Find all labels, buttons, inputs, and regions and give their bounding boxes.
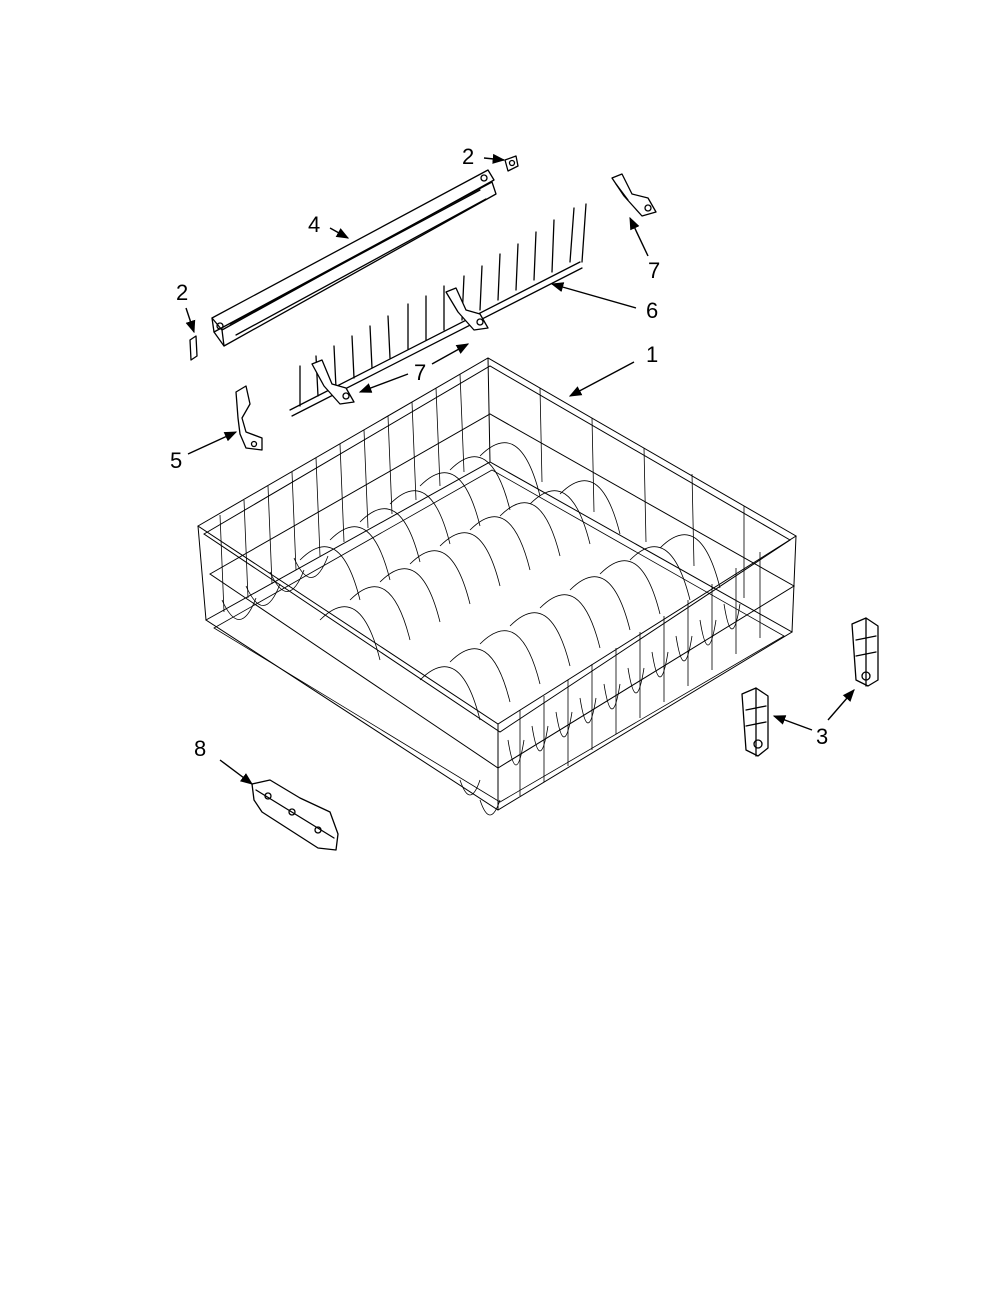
callout-1: 1 bbox=[646, 342, 658, 367]
callout-3: 3 bbox=[816, 724, 828, 749]
roller-part-3-right bbox=[851, 617, 879, 687]
rail-part-4 bbox=[211, 169, 497, 347]
bracket-part-5 bbox=[235, 385, 263, 451]
end-cap-part-2-top bbox=[504, 155, 519, 172]
callout-7-top: 7 bbox=[648, 258, 660, 283]
callout-2-top: 2 bbox=[462, 144, 474, 169]
rack-part-1 bbox=[197, 357, 797, 816]
callout-7-mid: 7 bbox=[414, 360, 426, 385]
callout-labels: 2 2 4 7 6 7 1 5 3 8 bbox=[170, 144, 828, 761]
callout-6: 6 bbox=[646, 298, 658, 323]
clip-part-7-mid bbox=[311, 287, 489, 405]
callout-4: 4 bbox=[308, 212, 320, 237]
clip-part-7-top bbox=[611, 173, 657, 217]
callout-5: 5 bbox=[170, 448, 182, 473]
end-cap-part-2-left bbox=[189, 335, 198, 361]
roller-part-3-left bbox=[741, 687, 769, 757]
callout-2-left: 2 bbox=[176, 280, 188, 305]
clip-part-8 bbox=[251, 779, 339, 851]
callout-8: 8 bbox=[194, 736, 206, 761]
leader-lines bbox=[185, 153, 855, 785]
